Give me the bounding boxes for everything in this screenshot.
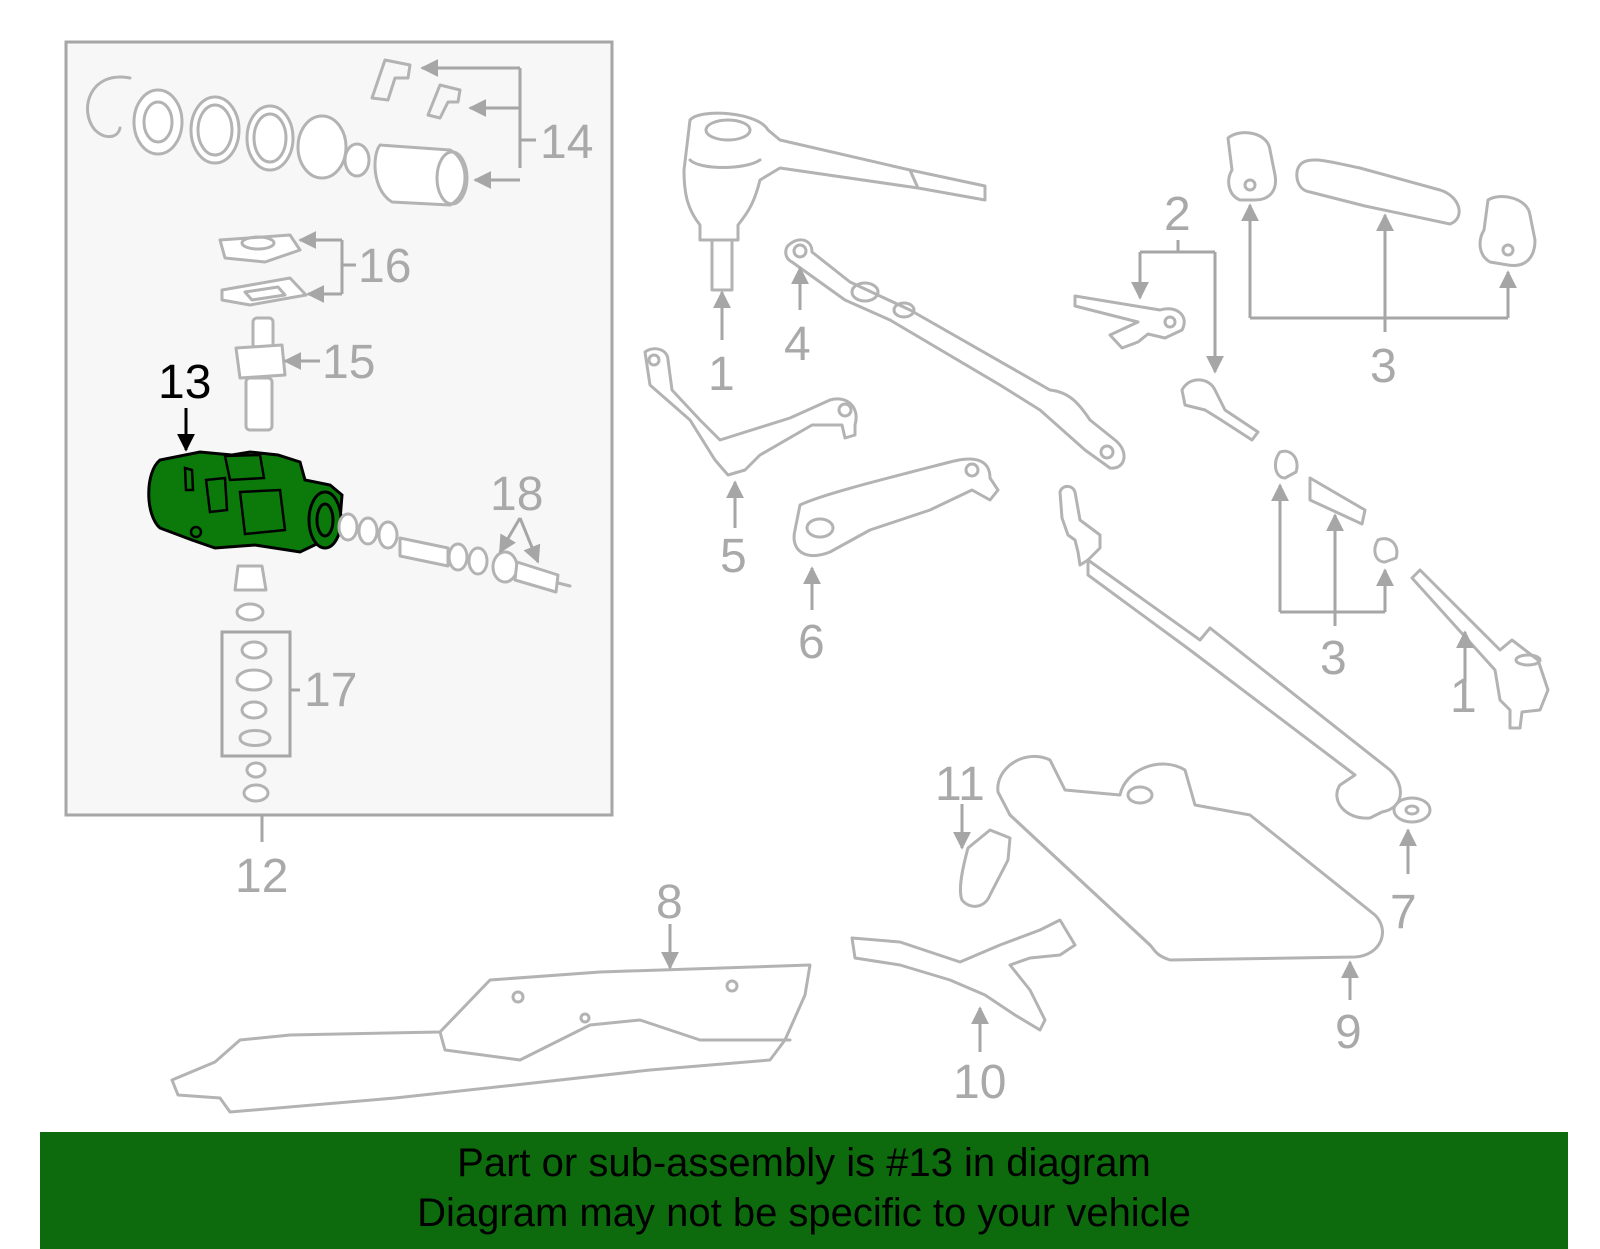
part-13-steering-gear-housing[interactable]: [147, 450, 344, 554]
callout-13: 13: [158, 356, 211, 409]
info-banner: Part or sub-assembly is #13 in diagram D…: [40, 1132, 1568, 1249]
callout-10: 10: [953, 1056, 1006, 1109]
part-7-steering-damper[interactable]: [1058, 484, 1432, 824]
banner-line-2: Diagram may not be specific to your vehi…: [417, 1191, 1191, 1235]
part-18-adjuster-plug[interactable]: [337, 512, 572, 594]
callout-4: 4: [784, 318, 811, 371]
callout-15: 15: [322, 336, 375, 389]
part-2-tie-rod-end-set[interactable]: [1073, 294, 1260, 442]
callout-14: 14: [540, 116, 593, 169]
part-17-seal-kit[interactable]: [220, 564, 292, 758]
callout-16: 16: [358, 240, 411, 293]
part-10-brace[interactable]: [850, 918, 1077, 1032]
banner-line-1: Part or sub-assembly is #13 in diagram: [457, 1141, 1151, 1185]
callout-3-top: 3: [1370, 340, 1397, 393]
callout-12: 12: [235, 850, 288, 903]
callout-9: 9: [1335, 1006, 1362, 1059]
part-4-drag-link[interactable]: [784, 238, 1126, 470]
part-8-splash-shield[interactable]: [170, 963, 812, 1114]
callout-7: 7: [1390, 886, 1417, 939]
part-16-cover-gasket[interactable]: [218, 233, 308, 307]
part-3-adjuster-sleeve-bottom[interactable]: [1273, 449, 1399, 564]
callout-3-bottom: 3: [1320, 632, 1347, 685]
part-1-tie-rod-end[interactable]: [682, 111, 987, 292]
part-14-seal-kit[interactable]: [86, 58, 469, 207]
part-3-adjuster-sleeve-top[interactable]: [1226, 131, 1537, 268]
part-15-sector-shaft[interactable]: [234, 316, 287, 432]
callout-8: 8: [656, 876, 683, 929]
part-11-bracket[interactable]: [958, 828, 1012, 908]
callout-6: 6: [798, 616, 825, 669]
callout-5: 5: [720, 530, 747, 583]
callout-1-right: 1: [1450, 670, 1477, 723]
callout-17: 17: [304, 664, 357, 717]
callout-11: 11: [935, 758, 985, 811]
callout-2: 2: [1164, 188, 1191, 241]
callout-18: 18: [490, 468, 543, 521]
part-9-skid-plate[interactable]: [996, 754, 1384, 962]
part-5-idler-arm[interactable]: [643, 347, 858, 477]
part-1-tie-rod-end-right[interactable]: [1410, 568, 1550, 730]
part-12-seal[interactable]: [242, 761, 270, 803]
part-6-pitman-arm[interactable]: [792, 457, 1000, 558]
callout-1-top: 1: [708, 348, 735, 401]
